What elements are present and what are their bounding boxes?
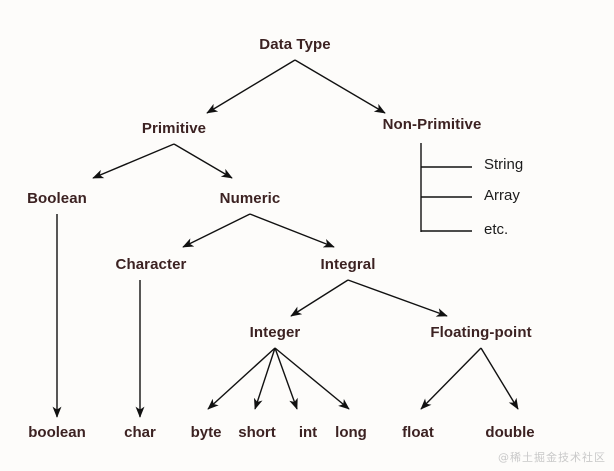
edge-numeric-to-integral	[249, 213, 335, 248]
non-primitive-item-string[interactable]: String	[484, 156, 524, 173]
edge-floatingpoint-to-float	[420, 347, 482, 410]
leaf-boolean[interactable]: boolean	[28, 424, 86, 441]
edge-integral-to-floatingpoint	[347, 279, 448, 317]
edge-integer-to-int	[274, 347, 298, 410]
leaf-short[interactable]: short	[238, 424, 276, 441]
non-primitive-item-etc[interactable]: etc.	[484, 221, 509, 238]
leaf-float[interactable]: float	[402, 424, 434, 441]
node-floating-point[interactable]: Floating-point	[430, 324, 532, 341]
edge-integer-to-short	[253, 347, 276, 410]
node-primitive[interactable]: Primitive	[141, 120, 207, 137]
edge-datatype-to-nonprimitive	[294, 59, 386, 114]
leaf-int[interactable]: int	[298, 424, 318, 441]
edge-integral-to-integer	[290, 279, 349, 317]
leaf-byte[interactable]: byte	[190, 424, 222, 441]
watermark: @稀土掘金技术社区	[498, 451, 606, 464]
edge-integer-to-long	[274, 347, 350, 410]
leaf-char[interactable]: char	[124, 424, 156, 441]
edge-primitive-to-boolean	[92, 143, 175, 179]
edge-integer-to-byte	[207, 347, 276, 410]
non-primitive-item-array[interactable]: Array	[484, 187, 520, 204]
leaf-double[interactable]: double	[485, 424, 535, 441]
edge-numeric-to-character	[182, 213, 251, 248]
node-boolean[interactable]: Boolean	[27, 190, 87, 207]
leaf-long[interactable]: long	[335, 424, 367, 441]
non-primitive-bracket	[420, 143, 472, 232]
node-integer[interactable]: Integer	[249, 324, 301, 341]
node-non-primitive[interactable]: Non-Primitive	[382, 116, 482, 133]
node-integral[interactable]: Integral	[320, 256, 376, 273]
edge-datatype-to-primitive	[206, 59, 296, 114]
node-character[interactable]: Character	[115, 256, 187, 273]
edge-primitive-to-numeric	[173, 143, 233, 179]
node-numeric[interactable]: Numeric	[219, 190, 281, 207]
edge-floatingpoint-to-double	[480, 347, 519, 410]
node-data-type[interactable]: Data Type	[259, 36, 331, 53]
